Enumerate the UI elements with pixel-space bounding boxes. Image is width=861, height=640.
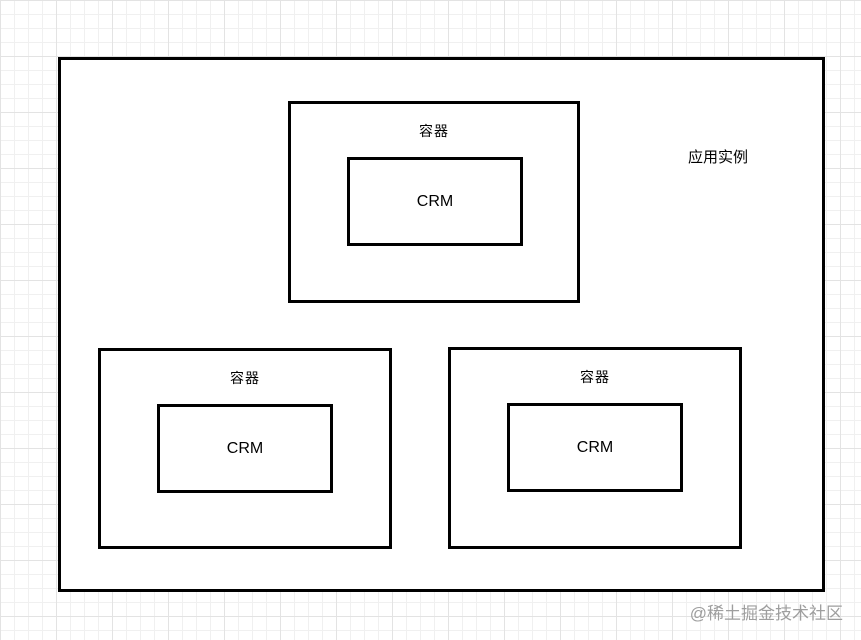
crm-box: CRM (157, 404, 333, 493)
crm-label: CRM (416, 192, 454, 210)
container-label: 容器 (580, 369, 610, 385)
crm-box: CRM (347, 157, 523, 246)
app-instance-label: 应用实例 (688, 149, 749, 166)
app-instance-box: 应用实例 容器 CRM 容器 CRM 容器 CRM (58, 57, 825, 592)
crm-box: CRM (507, 403, 683, 492)
crm-label: CRM (226, 439, 264, 457)
container-label: 容器 (419, 123, 449, 139)
watermark: @稀土掘金技术社区 (689, 604, 843, 623)
container-box-bottom-right: 容器 CRM (448, 347, 742, 549)
container-label: 容器 (230, 370, 260, 386)
crm-label: CRM (576, 438, 614, 456)
container-box-bottom-left: 容器 CRM (98, 348, 392, 549)
container-box-top: 容器 CRM (288, 101, 580, 303)
